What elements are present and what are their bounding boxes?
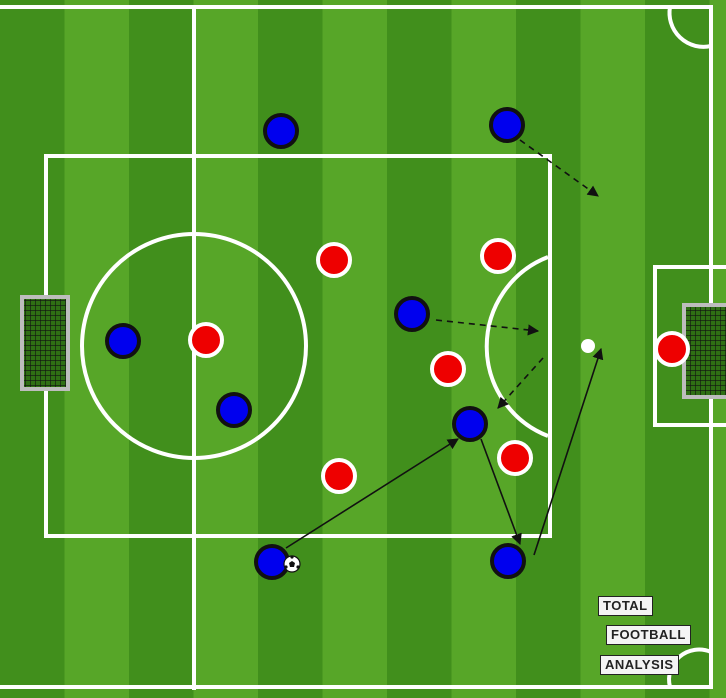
blue-player-marker [216, 392, 252, 428]
blue-player-marker [452, 406, 488, 442]
players-layer [105, 107, 690, 580]
red-player-marker [654, 331, 690, 367]
penalty-spot [581, 339, 595, 353]
grass-stripe [387, 0, 453, 698]
branding-analysis: Analysis [600, 655, 679, 675]
red-player-marker [497, 440, 533, 476]
red-player-marker [321, 458, 357, 494]
blue-player-marker [490, 543, 526, 579]
blue-player-marker [263, 113, 299, 149]
blue-player-marker [394, 296, 430, 332]
red-player-marker [480, 238, 516, 274]
blue-player-marker [489, 107, 525, 143]
run-arrow-top [519, 139, 599, 197]
branding-football: Football [606, 625, 691, 645]
right-goal-net [682, 303, 726, 399]
grass-stripe [129, 0, 195, 698]
centre-circle [80, 232, 308, 460]
movement-arrows [285, 139, 604, 556]
left-goal-net [20, 295, 70, 391]
grass-stripe [258, 0, 324, 698]
soccer-ball-icon [283, 555, 301, 573]
corner-arc-top-right [667, 6, 712, 49]
pass-arrow-1 [285, 438, 459, 549]
blue-player-marker [105, 323, 141, 359]
red-player-marker [188, 322, 224, 358]
red-player-marker [316, 242, 352, 278]
grass-stripe [451, 0, 517, 698]
run-arrow-diagonal [497, 357, 544, 409]
pass-arrow-3 [533, 347, 604, 556]
grass-stripe [322, 0, 388, 698]
blue-player-marker [254, 544, 290, 580]
pass-arrow-2 [480, 438, 522, 546]
corner-arc-bottom-right [667, 647, 712, 688]
red-player-marker [430, 351, 466, 387]
branding-total: Total [598, 596, 653, 616]
penalty-arc [484, 255, 549, 438]
